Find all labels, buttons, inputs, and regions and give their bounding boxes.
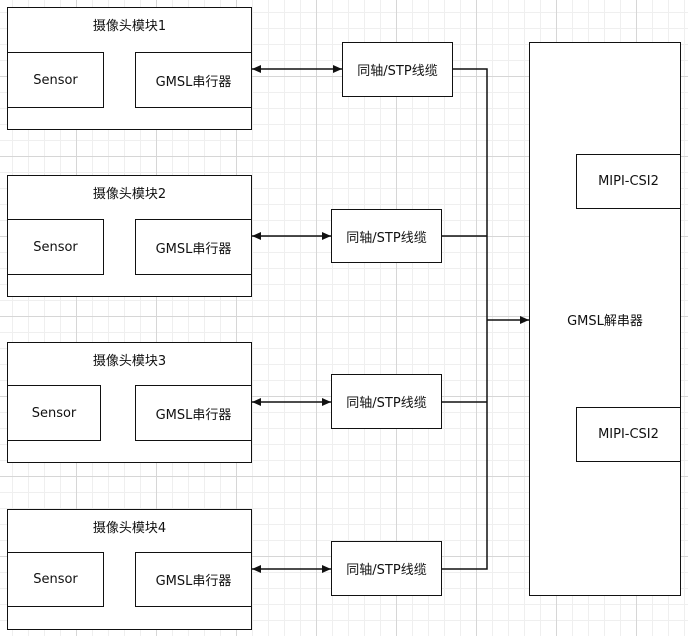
serializer-label: GMSL串行器 <box>155 574 232 589</box>
camera-module-1-title: 摄像头模块1 <box>92 19 167 34</box>
serializer-label: GMSL串行器 <box>155 74 232 90</box>
cable-bus-line-1 <box>453 68 488 320</box>
sensor-box-3: Sensor <box>7 385 101 441</box>
cable-box-4: 同轴/STP线缆 <box>331 541 442 596</box>
serializer-label: GMSL串行器 <box>155 407 232 423</box>
camera-module-2-title: 摄像头模块2 <box>92 187 167 202</box>
mipi-csi2-port-2: MIPI-CSI2 <box>576 407 681 462</box>
mipi-csi2-label: MIPI-CSI2 <box>598 427 659 442</box>
serializer-box-3: GMSL串行器 <box>135 385 252 441</box>
cable-label: 同轴/STP线缆 <box>357 64 438 79</box>
gmsl-deserializer: GMSL解串器 <box>529 42 681 596</box>
sensor-box-1: Sensor <box>7 52 104 108</box>
cable-box-3: 同轴/STP线缆 <box>331 374 442 429</box>
sensor-box-2: Sensor <box>7 219 104 275</box>
cable-bus-line-4 <box>442 320 488 570</box>
cable-label: 同轴/STP线缆 <box>346 563 427 578</box>
sensor-box-4: Sensor <box>7 552 104 607</box>
serializer-box-1: GMSL串行器 <box>135 52 252 108</box>
cable-label: 同轴/STP线缆 <box>346 230 427 246</box>
serializer-box-4: GMSL串行器 <box>135 552 252 607</box>
mipi-csi2-label: MIPI-CSI2 <box>598 174 659 189</box>
deserializer-label: GMSL解串器 <box>567 313 643 329</box>
mipi-csi2-port-1: MIPI-CSI2 <box>576 154 681 209</box>
sensor-label: Sensor <box>33 72 78 88</box>
serializer-box-2: GMSL串行器 <box>135 219 252 275</box>
cable-box-1: 同轴/STP线缆 <box>342 42 453 97</box>
sensor-label: Sensor <box>33 239 78 255</box>
cable-box-2: 同轴/STP线缆 <box>331 209 442 263</box>
serializer-label: GMSL串行器 <box>155 241 232 257</box>
camera-module-3-title: 摄像头模块3 <box>92 354 167 369</box>
sensor-label: Sensor <box>33 572 78 587</box>
cable-label: 同轴/STP线缆 <box>346 396 427 411</box>
sensor-label: Sensor <box>31 405 77 421</box>
camera-module-4-title: 摄像头模块4 <box>92 521 167 536</box>
